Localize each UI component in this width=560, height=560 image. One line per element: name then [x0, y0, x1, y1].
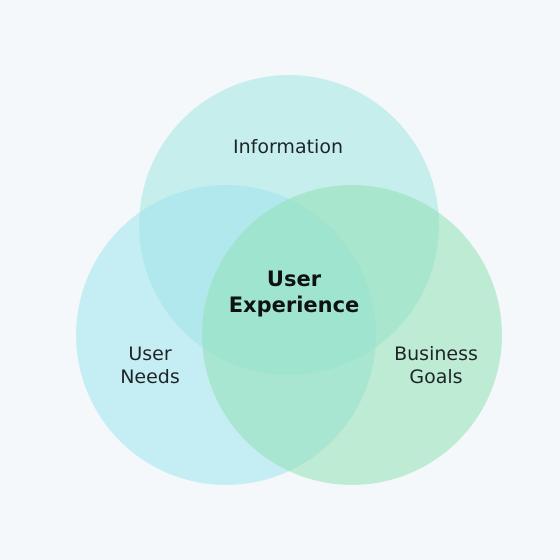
label-user-experience-line-1: User — [266, 267, 322, 291]
label-business-goals-line-2: Goals — [409, 366, 463, 388]
label-user-experience: User Experience — [196, 266, 392, 318]
label-business-goals: Business Goals — [374, 343, 498, 389]
circle-business-goals — [202, 185, 502, 485]
label-user-needs-line-1: User — [128, 343, 172, 365]
label-user-needs-line-2: Needs — [120, 366, 180, 388]
label-information-text: Information — [233, 136, 343, 158]
label-user-experience-line-2: Experience — [228, 293, 360, 317]
label-information: Information — [190, 136, 386, 159]
label-business-goals-line-1: Business — [394, 343, 478, 365]
label-user-needs: User Needs — [90, 343, 210, 389]
